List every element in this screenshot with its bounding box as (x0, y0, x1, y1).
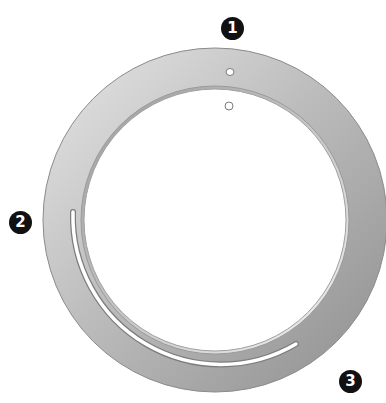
slot (73, 212, 296, 364)
outer-ring (43, 48, 386, 392)
inner-rim (81, 86, 349, 354)
slot-edge (73, 212, 296, 364)
callout-number: 1 (221, 17, 244, 40)
hole (226, 69, 234, 76)
callout-number: 3 (339, 370, 362, 393)
hole (225, 102, 233, 110)
center-opening (84, 89, 346, 351)
callout-number: 2 (9, 211, 32, 234)
